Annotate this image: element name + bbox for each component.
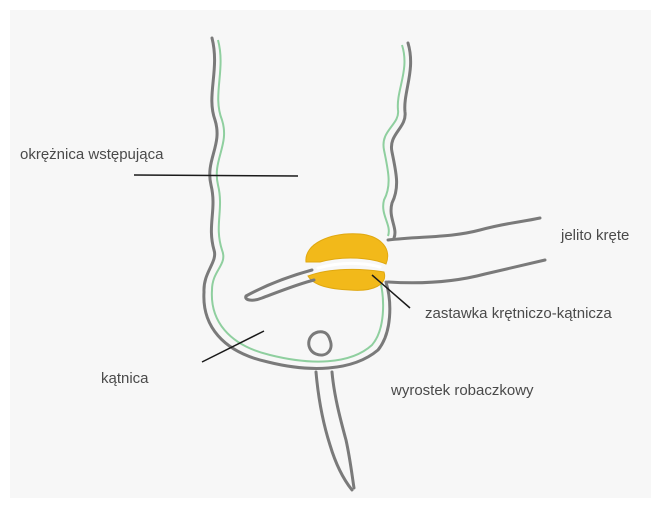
label-appendix: wyrostek robaczkowy xyxy=(391,382,534,399)
leader-line-ascending-colon xyxy=(134,175,298,176)
colon-right-wall xyxy=(391,43,411,238)
appendix-orifice xyxy=(309,332,331,355)
cecal-fold xyxy=(246,270,314,300)
ileum-lower-wall xyxy=(388,260,545,283)
label-ascending-colon: okrężnica wstępująca xyxy=(20,146,163,163)
label-ileum: jelito kręte xyxy=(561,227,629,244)
colon-left-wall-inner xyxy=(212,40,383,362)
ileocecal-valve-slit xyxy=(318,263,380,268)
ileum-upper-wall xyxy=(388,218,540,240)
label-cecum: kątnica xyxy=(101,370,149,387)
ileocecal-valve-upper-lip xyxy=(306,234,388,264)
appendix-right-wall xyxy=(332,372,354,488)
label-ileocecal-valve: zastawka krętniczo-kątnicza xyxy=(425,305,612,322)
colon-left-wall xyxy=(204,38,390,368)
ileocecal-valve-lower-lip xyxy=(308,269,385,290)
